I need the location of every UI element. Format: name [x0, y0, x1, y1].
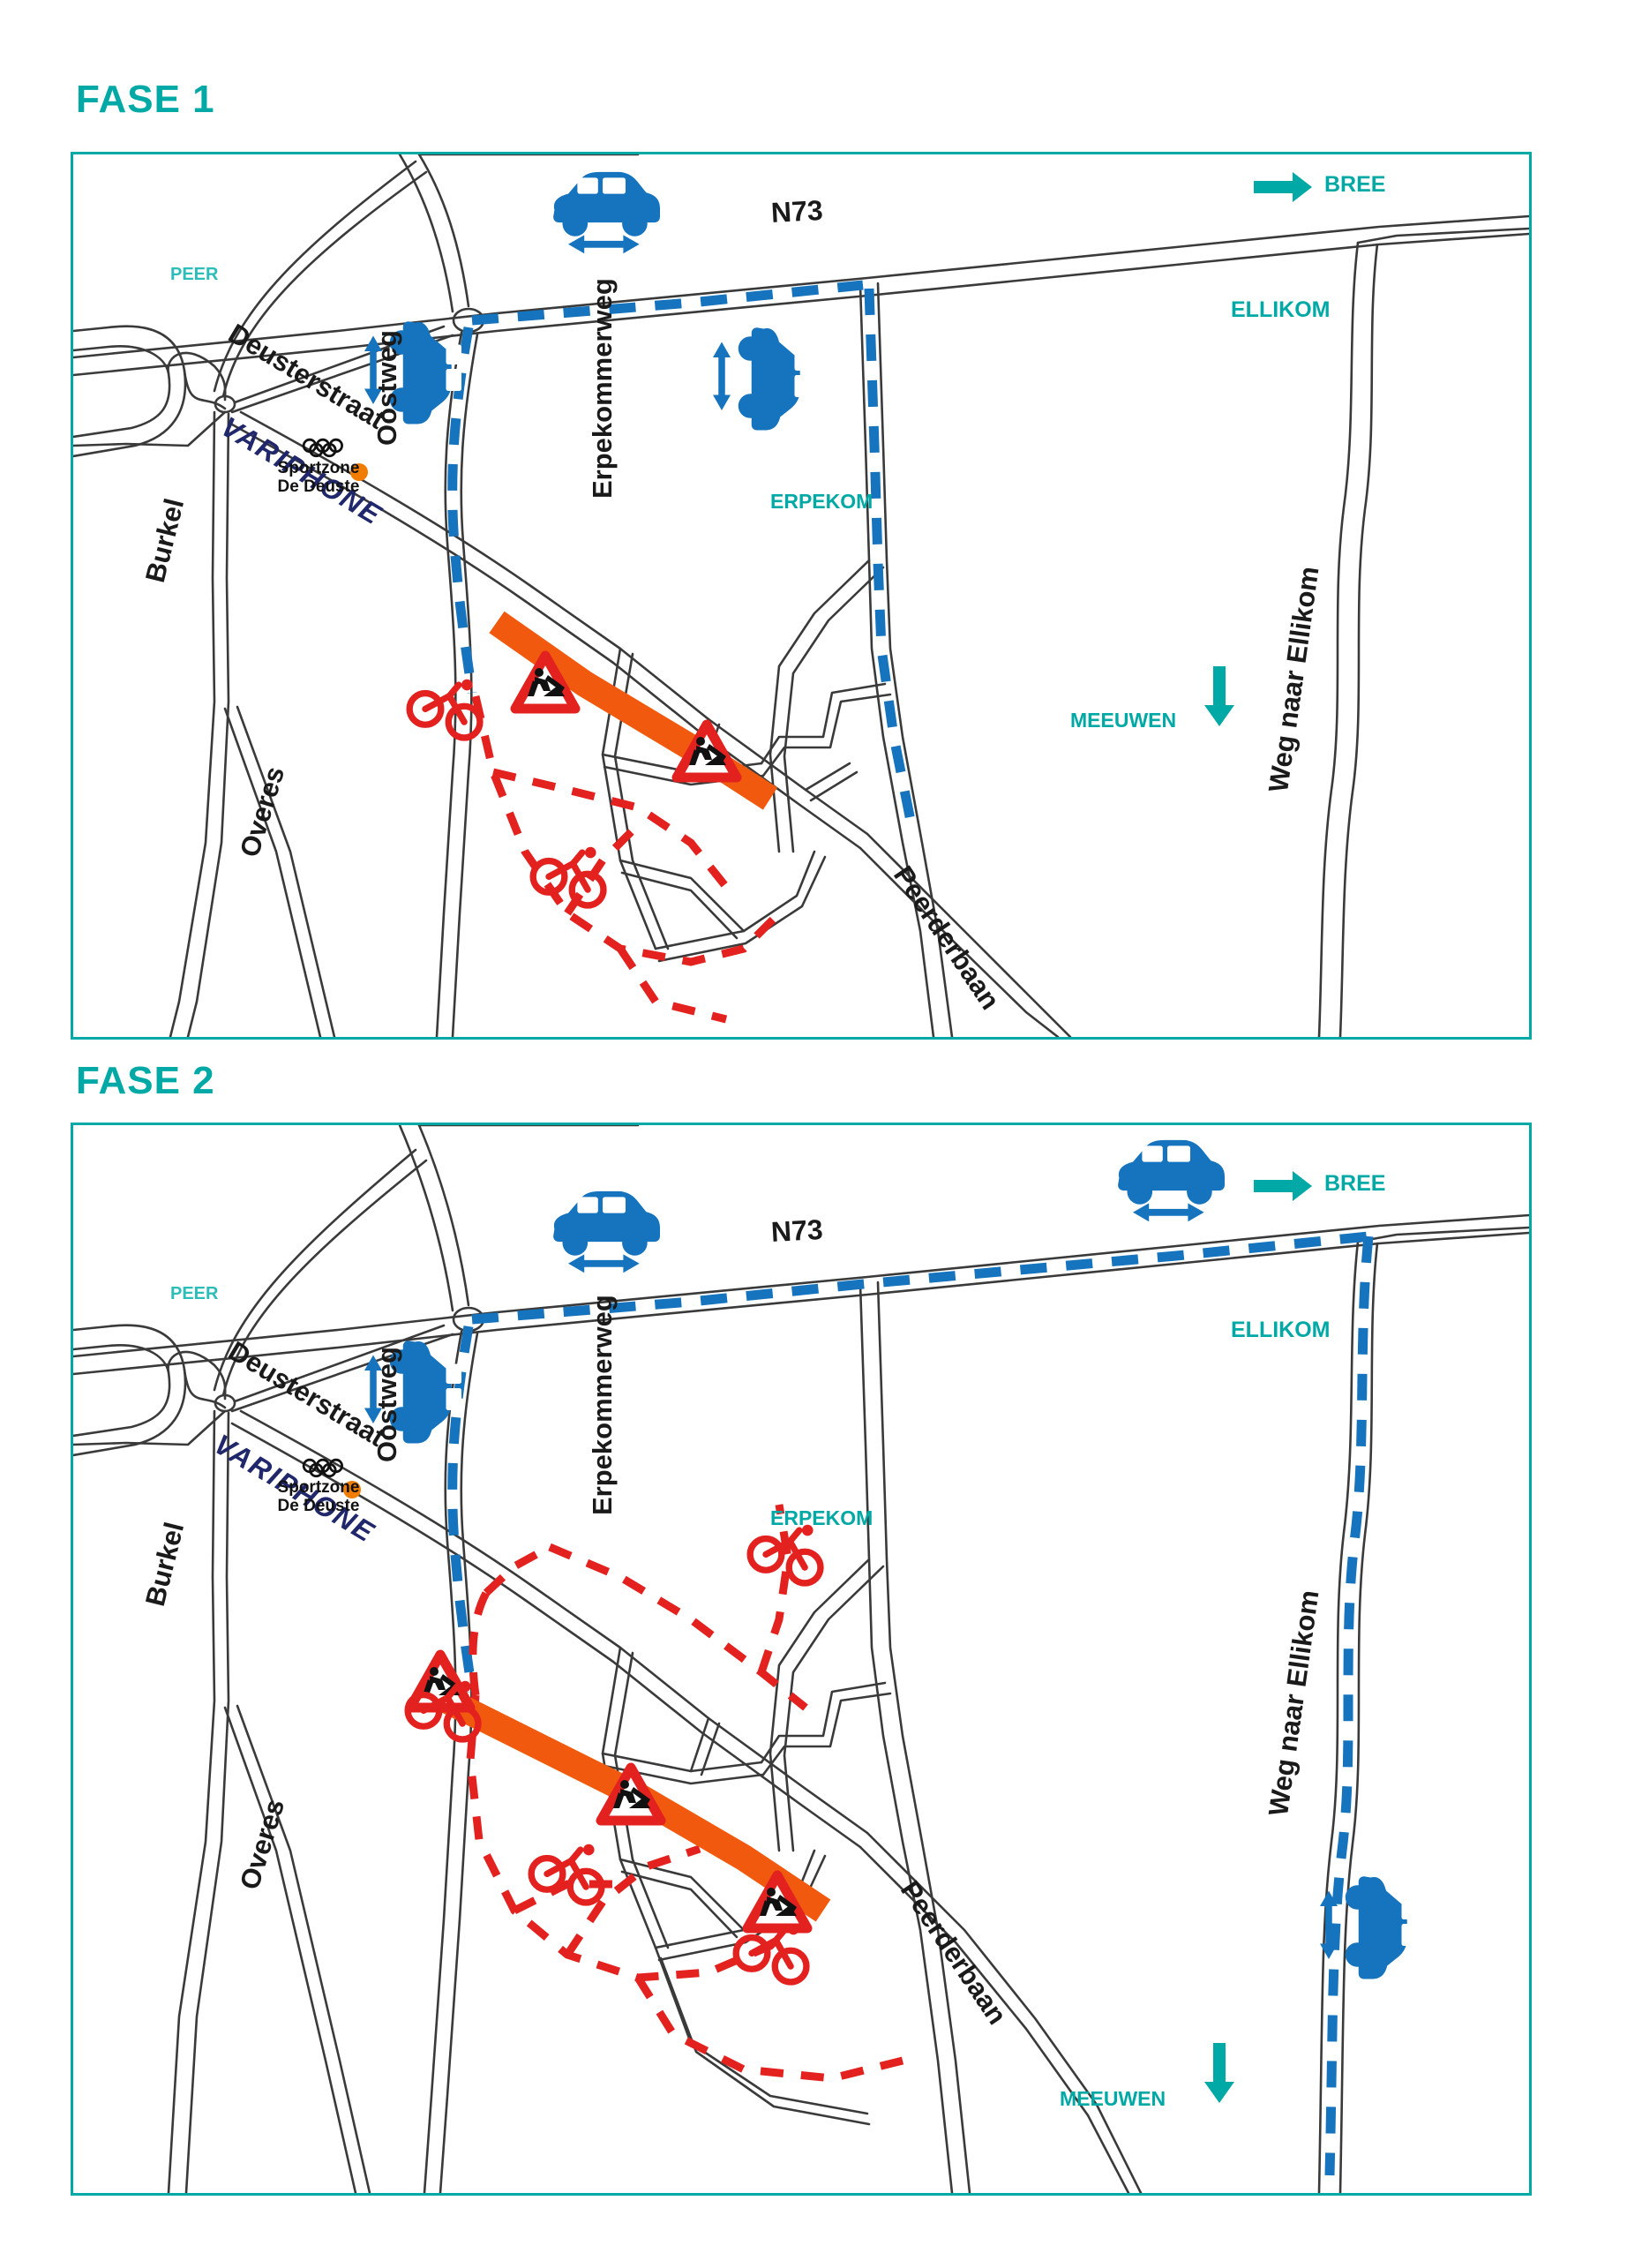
map-fase2-graphic [73, 1125, 1529, 2193]
bicycle-icon [732, 1923, 810, 1986]
phase-title-fase2: FASE 2 [76, 1059, 215, 1102]
map-fase1-graphic [73, 154, 1529, 1037]
variphone-dot-icon [350, 463, 368, 481]
phase-title-fase1: FASE 1 [76, 78, 215, 121]
car-two-way-icon [553, 171, 660, 254]
map-fase2[interactable]: N73 Deusterstraat Oostweg Erpekommerweg … [71, 1123, 1532, 2196]
arrow-bree-icon [1254, 172, 1312, 202]
roadworks-sign-icon [510, 650, 581, 714]
bicycle-icon [529, 846, 607, 909]
car-two-way-icon [713, 327, 810, 431]
car-two-way-icon [364, 321, 461, 424]
roadworks-sign-icon [671, 719, 742, 783]
olympic-rings-icon [302, 438, 343, 458]
bicycle-icon [406, 679, 484, 741]
bicycle-icon [746, 1524, 824, 1587]
roadworks-sign-icon [596, 1762, 666, 1826]
bicycle-icon [528, 1844, 605, 1906]
car-two-way-icon [553, 1190, 660, 1273]
map-fase1[interactable]: N73 Deusterstraat Oostweg Erpekommerweg … [71, 152, 1532, 1040]
car-two-way-icon [1320, 1876, 1417, 1979]
car-two-way-icon [1118, 1139, 1225, 1222]
arrow-meeuwen-icon [1204, 2043, 1234, 2103]
arrow-bree-icon [1254, 1171, 1312, 1201]
bicycle-icon [404, 1680, 482, 1743]
roadworks-sign-icon [742, 1870, 813, 1934]
variphone-dot-icon [343, 1481, 361, 1498]
arrow-meeuwen-icon [1204, 666, 1234, 726]
car-two-way-icon [364, 1341, 461, 1444]
